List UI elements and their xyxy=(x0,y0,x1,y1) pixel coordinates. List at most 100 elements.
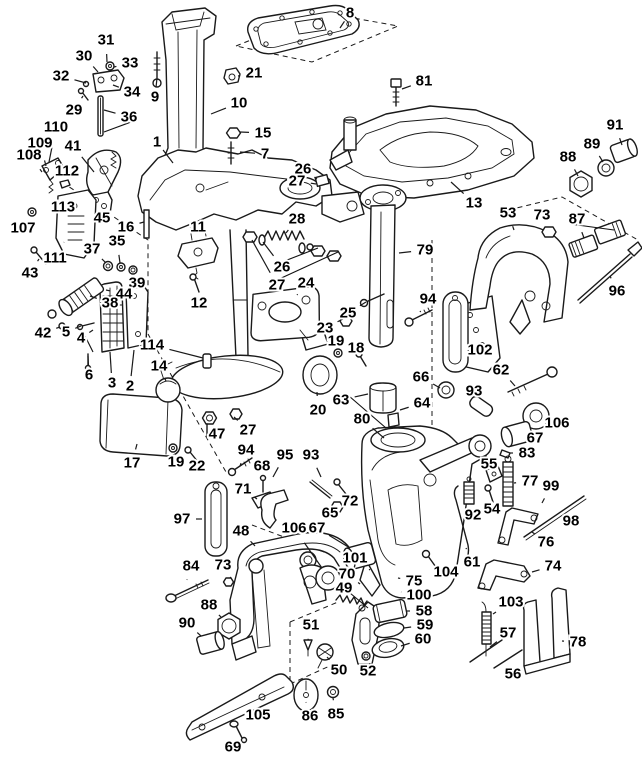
part-upper-housing-tube xyxy=(161,7,217,169)
callout-47: 47 xyxy=(209,426,226,443)
callout-88: 88 xyxy=(560,149,577,166)
callout-79: 79 xyxy=(417,242,434,259)
callout-33: 33 xyxy=(122,55,139,72)
callout-27: 27 xyxy=(269,277,286,294)
leader-line-28 xyxy=(285,229,289,234)
leader-line-60 xyxy=(400,642,410,647)
callout-5: 5 xyxy=(62,324,70,341)
part-bolt-81 xyxy=(390,78,402,107)
callout-16: 16 xyxy=(118,219,135,236)
part-reverse-lock-cluster xyxy=(27,149,122,265)
callout-84: 84 xyxy=(183,558,200,575)
callout-8: 8 xyxy=(346,5,354,22)
callout-85: 85 xyxy=(328,706,345,723)
callout-80: 80 xyxy=(354,411,371,428)
part-stern-bracket-53 xyxy=(442,224,569,373)
callout-63: 63 xyxy=(333,392,350,409)
leader-line-57 xyxy=(489,641,498,648)
callout-64: 64 xyxy=(414,395,431,412)
leader-line-16 xyxy=(139,221,145,224)
leader-line-3 xyxy=(109,351,112,374)
leader-line-90 xyxy=(196,632,202,637)
callout-32: 32 xyxy=(53,68,70,85)
leader-line-1 xyxy=(162,149,174,164)
callout-48: 48 xyxy=(233,523,250,540)
leader-line-42 xyxy=(56,326,61,329)
callout-18: 18 xyxy=(348,340,365,357)
leader-line-109 xyxy=(43,160,47,167)
callout-19: 19 xyxy=(168,454,185,471)
part-steering-tube-79 xyxy=(359,184,407,348)
callout-81: 81 xyxy=(416,73,433,90)
callout-41: 41 xyxy=(65,138,82,155)
callout-50: 50 xyxy=(331,662,348,679)
callout-103: 103 xyxy=(498,594,523,611)
callout-19: 19 xyxy=(328,333,345,350)
part-clamp-bracket-48 xyxy=(204,481,361,661)
leader-line-87 xyxy=(581,231,585,239)
callout-110: 110 xyxy=(44,119,68,136)
callout-74: 74 xyxy=(545,558,562,575)
leader-line-63 xyxy=(354,393,369,398)
callout-34: 34 xyxy=(124,84,141,101)
callout-59: 59 xyxy=(417,617,434,634)
leader-line-37 xyxy=(101,258,107,264)
leader-line-74 xyxy=(531,569,540,573)
leader-line-36 xyxy=(103,109,116,114)
leader-line-70 xyxy=(357,582,361,585)
callout-23: 23 xyxy=(317,320,334,337)
callout-104: 104 xyxy=(433,564,459,581)
callout-29: 29 xyxy=(66,102,83,119)
part-thrust-washers-low xyxy=(315,541,377,591)
leader-line-103 xyxy=(492,611,497,615)
callout-31: 31 xyxy=(98,32,115,49)
callout-38: 38 xyxy=(102,295,119,312)
callout-95: 95 xyxy=(277,447,294,464)
callout-83: 83 xyxy=(519,445,536,462)
callout-21: 21 xyxy=(246,65,263,82)
callout-72: 72 xyxy=(342,493,359,510)
extra-leader-lines xyxy=(83,121,615,609)
callout-13: 13 xyxy=(466,195,483,212)
callout-43: 43 xyxy=(22,265,39,282)
leader-line-94 xyxy=(419,310,422,313)
leader-line-32 xyxy=(74,79,87,84)
callout-12: 12 xyxy=(191,295,208,312)
part-swivel-bracket xyxy=(359,382,492,599)
callout-2: 2 xyxy=(126,378,134,395)
leader-line-26 xyxy=(314,176,318,180)
leader-line-64 xyxy=(399,406,409,411)
leader-line-4 xyxy=(88,329,94,333)
callout-88: 88 xyxy=(201,597,218,614)
callout-91: 91 xyxy=(607,117,624,134)
leader-line-7 xyxy=(239,151,256,154)
callout-27: 27 xyxy=(240,422,257,439)
part-exhaust-plates xyxy=(47,260,149,372)
leader-line-67 xyxy=(328,534,351,549)
leader-line-26 xyxy=(262,241,275,257)
callout-89: 89 xyxy=(584,136,601,153)
callout-99: 99 xyxy=(543,478,560,495)
callout-14: 14 xyxy=(151,358,168,375)
callout-65: 65 xyxy=(322,505,339,522)
callout-77: 77 xyxy=(522,473,539,490)
leader-line-10 xyxy=(210,107,227,115)
part-bracket-78-group xyxy=(469,587,571,675)
leader-line-34 xyxy=(112,84,120,88)
callout-4: 4 xyxy=(77,330,86,347)
callout-leader-lines xyxy=(37,20,623,703)
callout-105: 105 xyxy=(245,707,270,724)
leader-line-101 xyxy=(368,568,371,571)
callout-30: 30 xyxy=(76,48,93,65)
leader-line-2 xyxy=(130,349,135,377)
leader-line-33 xyxy=(113,65,117,68)
callout-44: 44 xyxy=(116,286,133,303)
part-linkage-cluster xyxy=(421,455,587,591)
leader-line-27 xyxy=(310,182,317,185)
callout-39: 39 xyxy=(129,275,146,292)
leader-line-99 xyxy=(541,498,545,504)
leader-line-91 xyxy=(619,138,623,146)
leader-line-93 xyxy=(316,467,322,478)
